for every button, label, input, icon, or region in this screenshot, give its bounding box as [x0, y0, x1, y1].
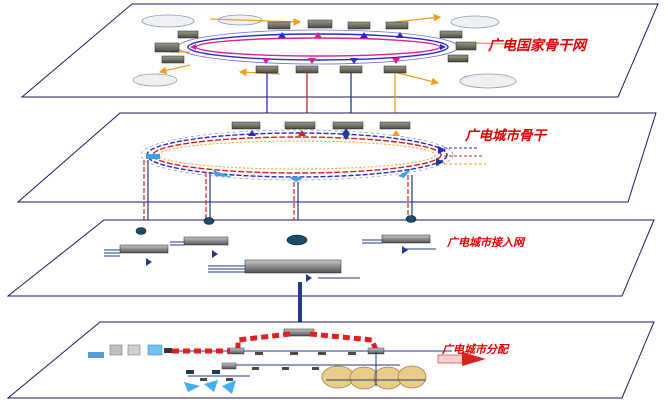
layer-city-backbone: 广电城市骨干 [16, 112, 657, 203]
router-icon [161, 55, 185, 64]
tap-icon [312, 367, 319, 370]
switch-icon [381, 234, 431, 244]
computer-icon [127, 344, 141, 356]
router-icon [286, 234, 308, 246]
plane-city-backbone [16, 112, 657, 203]
cloud-icon [132, 14, 517, 89]
computer-icon [147, 344, 163, 356]
subscriber-cluster-left [184, 370, 236, 394]
city-core-routers [231, 121, 411, 130]
house-icon [397, 365, 427, 389]
router-icon [203, 217, 215, 225]
tap-icon [255, 352, 263, 355]
house-icon [321, 365, 355, 389]
router-icon [455, 41, 477, 51]
distribution-red-arms [235, 331, 379, 351]
optical-node-icon [221, 362, 237, 370]
router-icon [447, 54, 469, 63]
tap-icon [348, 352, 356, 355]
tap-icon [318, 352, 326, 355]
distribution-taps [200, 352, 356, 381]
router-icon [307, 19, 333, 29]
router-icon [439, 30, 463, 39]
tap-icon [226, 378, 233, 381]
plane-city-distribution [6, 321, 655, 399]
router-icon [339, 65, 363, 74]
access-port-markers [146, 246, 408, 282]
switch-icon [119, 244, 169, 254]
router-icon [177, 30, 199, 39]
router-icon [154, 42, 180, 53]
layer-city-access: 广电城市接入网 [6, 215, 655, 297]
computer-icon [88, 352, 104, 358]
tap-icon [252, 367, 259, 370]
optical-node-icon [227, 347, 245, 355]
router-icon [295, 65, 319, 74]
router-icon [332, 121, 364, 130]
distribution-bus-lines [178, 350, 452, 377]
ring-arrows [190, 32, 446, 64]
national-router-nodes [154, 19, 477, 74]
router-icon [405, 215, 417, 223]
layer-label-city-backbone: 广电城市骨干 [465, 128, 548, 144]
computer-icon [109, 344, 123, 356]
plane-city-access [6, 219, 655, 297]
router-icon [231, 121, 261, 130]
tap-icon [290, 352, 298, 355]
router-icon [385, 21, 409, 30]
layer-label-city-access: 广电城市接入网 [446, 236, 526, 249]
router-icon [255, 65, 279, 74]
router-icon [347, 21, 371, 30]
switch-icon [183, 236, 229, 246]
router-icon [383, 65, 407, 74]
subscriber-cluster-right [321, 365, 427, 390]
router-icon [135, 227, 147, 235]
tap-icon [200, 378, 207, 381]
switch-icon [244, 259, 342, 274]
router-icon [267, 21, 291, 30]
city-edge-taps [146, 147, 486, 182]
subscriber-cluster-right-taps [326, 352, 426, 386]
router-icon [379, 121, 411, 130]
layer-national-backbone: 广电国家骨干网 [20, 3, 659, 98]
layer-label-national: 广电国家骨干网 [487, 37, 588, 54]
layer-city-distribution: 广电城市分配 [6, 321, 655, 399]
access-port-lines [104, 239, 436, 279]
customer-premises-devices [88, 344, 172, 358]
plane-national [20, 3, 659, 98]
access-switches [119, 234, 431, 274]
distribution-output-arrow [437, 352, 486, 366]
set-top-box-icon [164, 348, 172, 353]
layer-label-city-distribution: 广电城市分配 [441, 343, 510, 356]
tap-icon [282, 367, 289, 370]
city-ring-arrows [248, 128, 446, 166]
router-icon [284, 121, 316, 130]
access-router-icons [135, 215, 417, 246]
